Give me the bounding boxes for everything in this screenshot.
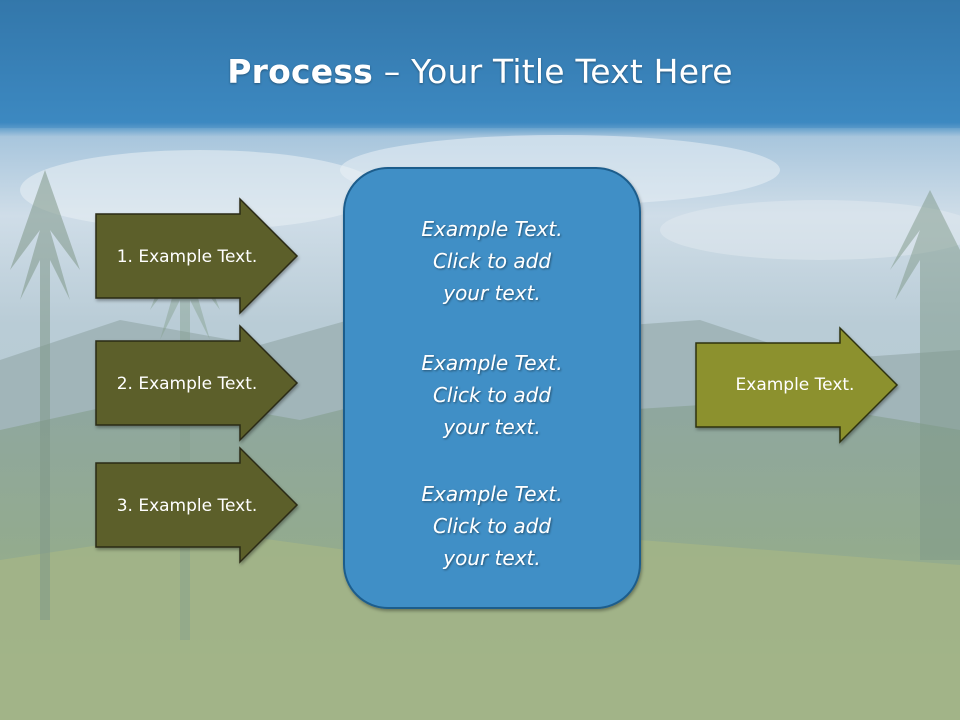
- center-block-2-line-1: Example Text.: [421, 351, 562, 375]
- output-arrow-shape: [695, 326, 899, 444]
- center-block-1-line-2: Click to add: [433, 249, 551, 273]
- center-block-3-line-1: Example Text.: [421, 482, 562, 506]
- input-arrow-2-label: 2. Example Text.: [117, 374, 258, 394]
- center-block-3-line-2: Click to add: [433, 514, 551, 538]
- center-block-2-line-2: Click to add: [433, 383, 551, 407]
- input-arrow-2-shape: [95, 324, 299, 442]
- center-block-1-line-3: your text.: [442, 281, 541, 305]
- input-arrow-1-shape: [95, 197, 299, 315]
- output-arrow[interactable]: Example Text.: [695, 326, 899, 444]
- center-box-shape: [343, 167, 641, 609]
- input-arrow-3-label: 3. Example Text.: [117, 496, 258, 516]
- input-arrow-2[interactable]: 2. Example Text.: [95, 324, 299, 442]
- title-bold: Process: [227, 52, 374, 91]
- center-block-1-line-1: Example Text.: [421, 217, 562, 241]
- input-arrow-3-shape: [95, 446, 299, 564]
- input-arrow-3[interactable]: 3. Example Text.: [95, 446, 299, 564]
- input-arrow-1-label: 1. Example Text.: [117, 247, 258, 267]
- slide-title: Process – Your Title Text Here: [0, 52, 960, 91]
- center-block-3-line-3: your text.: [442, 546, 541, 570]
- center-box[interactable]: Example Text. Click to add your text. Ex…: [343, 167, 641, 609]
- input-arrow-1[interactable]: 1. Example Text.: [95, 197, 299, 315]
- title-rest: – Your Title Text Here: [373, 52, 733, 91]
- center-block-2-line-3: your text.: [442, 415, 541, 439]
- output-arrow-label: Example Text.: [736, 375, 855, 395]
